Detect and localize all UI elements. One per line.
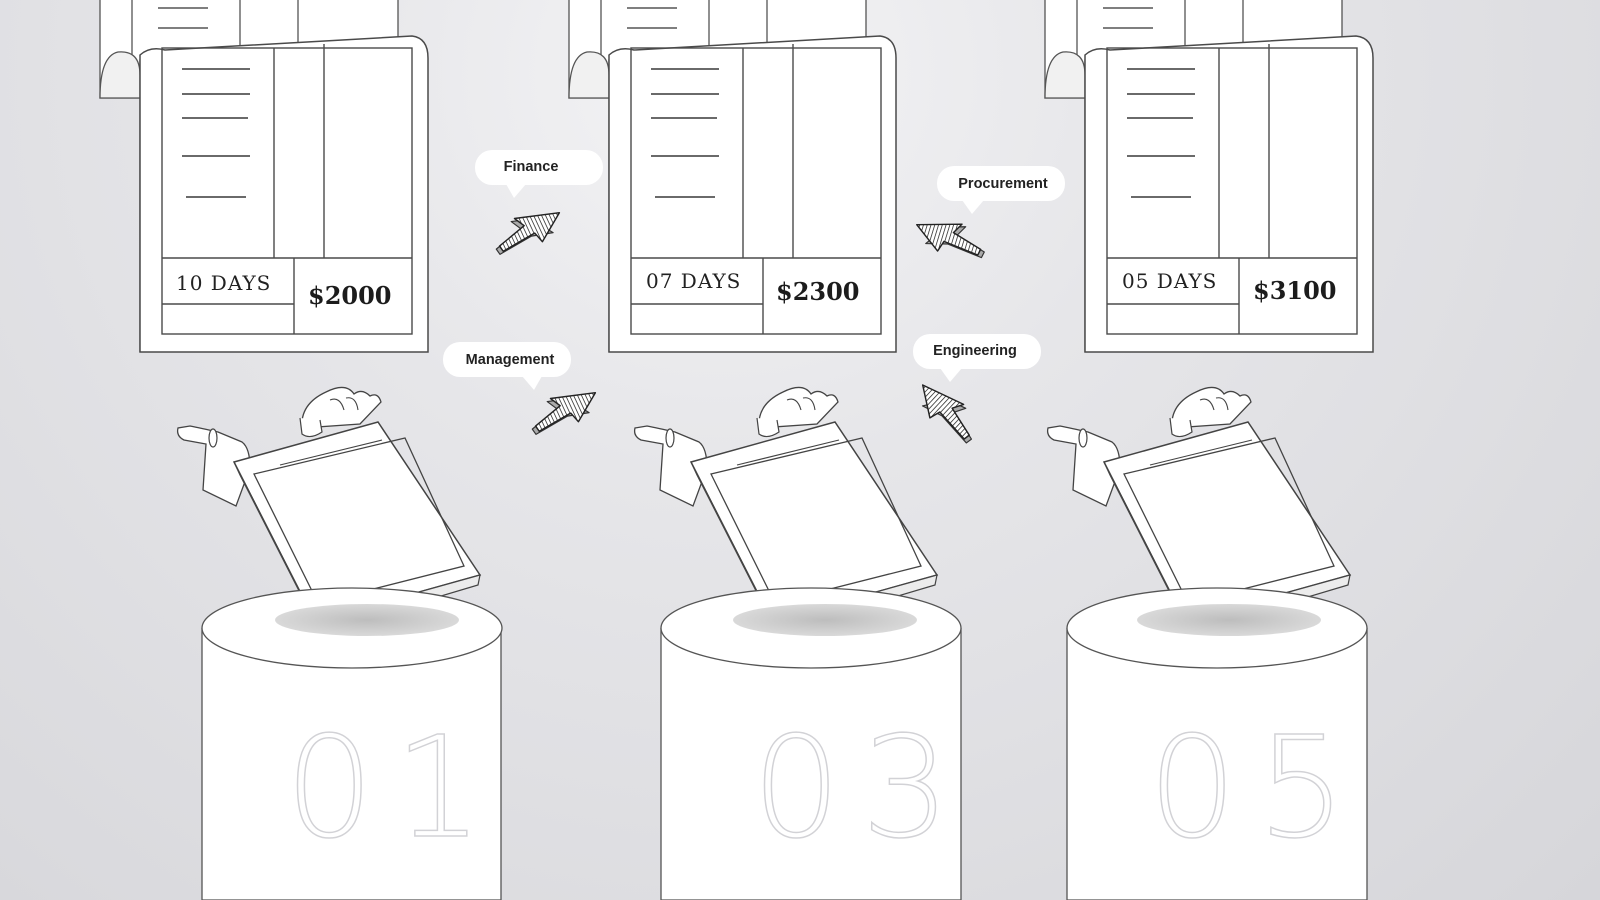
station-1: 10 DAYS $2000 01 bbox=[99, 0, 503, 900]
invoice-document-2: 07 DAYS $2300 bbox=[568, 35, 897, 353]
label-bubble-finance: Finance bbox=[475, 150, 603, 198]
label-procurement: Procurement bbox=[958, 176, 1048, 192]
invoice-document-1: 10 DAYS $2000 bbox=[99, 35, 429, 353]
invoice-days-1: 10 DAYS bbox=[176, 271, 271, 295]
label-bubble-procurement: Procurement bbox=[937, 166, 1065, 214]
station-2: 07 DAYS $2300 03 bbox=[568, 0, 970, 900]
cursor-arrow-icon-finance bbox=[494, 202, 561, 264]
invoice-days-2: 07 DAYS bbox=[646, 269, 741, 293]
pillar-number-2: 03 bbox=[752, 707, 970, 870]
pillar-number-3: 05 bbox=[1148, 707, 1366, 870]
cursor-arrow-icon-engineering bbox=[914, 384, 979, 445]
pillar-number-1: 01 bbox=[285, 707, 503, 870]
invoice-price-3: $3100 bbox=[1253, 276, 1337, 305]
pedestal-1: 01 bbox=[201, 587, 503, 900]
invoice-price-1: $2000 bbox=[308, 281, 392, 310]
invoice-document-3: 05 DAYS $3100 bbox=[1044, 35, 1374, 353]
invoice-price-2: $2300 bbox=[776, 277, 860, 306]
label-management: Management bbox=[466, 352, 555, 368]
station-3: 05 DAYS $3100 05 bbox=[1044, 0, 1374, 900]
invoice-days-3: 05 DAYS bbox=[1122, 269, 1217, 293]
label-engineering: Engineering bbox=[933, 343, 1017, 359]
cursor-arrow-icon-management bbox=[530, 382, 597, 444]
label-bubble-management: Management bbox=[443, 342, 571, 390]
pedestal-2: 03 bbox=[660, 587, 970, 900]
label-bubble-engineering: Engineering bbox=[913, 334, 1041, 382]
cursor-arrow-icon-procurement bbox=[916, 206, 987, 275]
label-finance: Finance bbox=[504, 159, 559, 175]
pedestal-3: 05 bbox=[1066, 587, 1368, 900]
hand-tablet-2 bbox=[633, 386, 939, 633]
